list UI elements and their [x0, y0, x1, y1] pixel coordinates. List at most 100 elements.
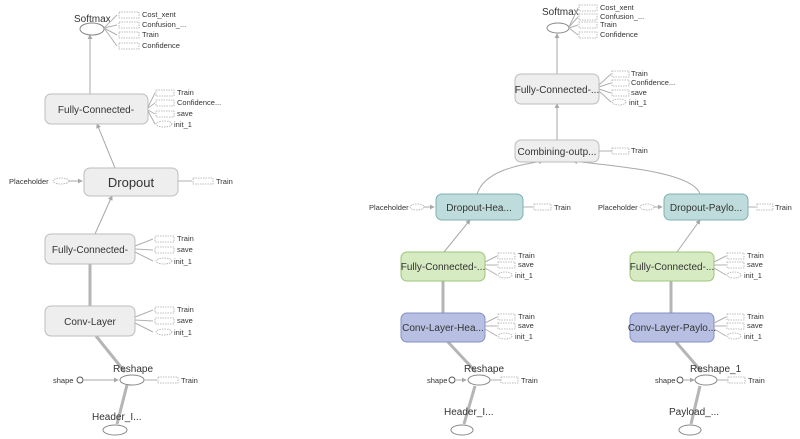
r-fcp-output-label: init_1 — [744, 271, 762, 280]
mini-node — [155, 99, 175, 107]
mini-node — [154, 317, 175, 325]
port-line — [484, 267, 498, 276]
r-softmax-node[interactable]: Softmax — [542, 7, 579, 34]
mini-node — [611, 79, 630, 87]
mini-node — [118, 42, 140, 50]
reshape-ellipse — [119, 374, 145, 386]
r-ch-output-label: init_1 — [515, 332, 533, 341]
r-conv-payload-node[interactable]: Conv-Layer-Paylo... — [628, 312, 716, 343]
softmax-output-label: Confusion_... — [142, 20, 186, 29]
dropout-label: Dropout — [108, 175, 155, 190]
r-fcp-output-label: Train — [747, 251, 764, 260]
header-input-label: Header_I... — [92, 412, 141, 423]
port-line — [568, 27, 579, 36]
fc2-output-label: init_1 — [174, 120, 192, 129]
mini-node — [118, 31, 140, 39]
mini-node — [155, 89, 175, 97]
r-reshape-payload-ellipse — [694, 374, 718, 386]
conv-node[interactable]: Conv-Layer — [44, 305, 136, 337]
mini-node — [497, 252, 516, 260]
r-dropout-header-node[interactable]: Dropout-Hea... — [435, 193, 524, 221]
mini-node — [533, 203, 552, 211]
mini-node — [611, 89, 630, 97]
r-combine-node[interactable]: Combining-outp... — [514, 139, 600, 163]
port-line — [568, 16, 579, 28]
port-line — [713, 255, 727, 263]
fc2-output-label: Confidence... — [177, 98, 221, 107]
r-fc-payload-label: Fully-Connected-... — [630, 262, 714, 273]
r-reshape-header-label: Reshape — [464, 364, 504, 375]
r-reshape-header-node[interactable]: Reshape — [464, 364, 504, 386]
softmax-output-label: Train — [142, 30, 159, 39]
dropout-node[interactable]: Dropout — [83, 167, 179, 197]
r-fc-header-box — [400, 251, 486, 282]
mini-node — [52, 177, 70, 185]
fc1-outputs: Train save init_1 — [134, 234, 194, 266]
placeholder-label: Placeholder — [9, 177, 49, 186]
port-line — [484, 328, 498, 337]
conv-output-label: init_1 — [174, 328, 192, 337]
r-pp-label: Placeholder — [598, 203, 638, 212]
shape-const — [676, 376, 684, 384]
right-graph: Softmax Cost_xent Confusion_... Train Co… — [369, 3, 792, 436]
r-conv-payload-box — [629, 312, 715, 343]
mini-node — [500, 376, 519, 384]
shape-const — [448, 376, 456, 384]
mini-node — [497, 332, 513, 340]
r-reshape-payload-label: Reshape_1 — [690, 364, 742, 375]
softmax-outputs: Cost_xent Confusion_... Train Confidence — [103, 10, 186, 50]
softmax-out-line-1 — [103, 24, 118, 29]
r-fch-output-label: init_1 — [515, 271, 533, 280]
edge-dh-combine — [476, 159, 544, 195]
r-conv-header-label: Conv-Layer-Hea... — [402, 323, 484, 334]
r-conv-payload-label: Conv-Layer-Paylo... — [628, 323, 716, 334]
fc1-node[interactable]: Fully-Connected- — [44, 233, 136, 265]
port-line — [147, 102, 156, 109]
r-header-input-node[interactable]: Header_I... — [444, 407, 493, 436]
r-sp-label: shape — [655, 376, 675, 385]
edge-fc1-dropout — [94, 195, 113, 235]
port-line — [134, 309, 154, 318]
reshape-node[interactable]: Reshape — [113, 364, 153, 386]
fc2-node[interactable]: Fully-Connected- — [44, 93, 149, 125]
r-dp-output-label: Train — [775, 203, 792, 212]
port-line — [147, 110, 156, 125]
port-line — [598, 88, 612, 94]
r-conv-header-box — [400, 312, 486, 343]
edge-rh-ch — [446, 340, 478, 374]
r-dropout-payload-ports: Placeholder Train — [598, 203, 792, 212]
r-fctop-output-label: save — [631, 88, 647, 97]
softmax-output-label: Cost_xent — [142, 10, 177, 19]
conv-box — [44, 305, 136, 337]
port-line — [598, 73, 612, 86]
left-edges — [69, 34, 129, 425]
r-fctop-output-label: Train — [631, 69, 648, 78]
r-softmax-output-label: Train — [600, 20, 617, 29]
softmax-node[interactable]: Softmax — [74, 14, 111, 36]
edge-reshape-conv — [94, 335, 127, 373]
edge-fcp-dp — [676, 219, 701, 253]
header-input-ellipse — [102, 424, 128, 436]
r-fc-payload-box — [629, 251, 715, 282]
r-conv-header-node[interactable]: Conv-Layer-Hea... — [400, 312, 486, 343]
r-fc-header-node[interactable]: Fully-Connected-... — [400, 251, 486, 282]
dropout-placeholder: Placeholder Train — [9, 177, 233, 186]
port-line — [568, 7, 579, 28]
header-input-node[interactable]: Header_I... — [92, 412, 141, 436]
r-payload-input-ellipse — [678, 424, 702, 436]
r-fctop-node[interactable]: Fully-Connected-... — [514, 73, 600, 105]
fc2-outputs: Train Confidence... save init_1 — [147, 88, 221, 129]
r-dropout-payload-node[interactable]: Dropout-Paylo... — [663, 193, 749, 221]
mini-node — [726, 332, 742, 340]
r-fch-output-label: save — [518, 260, 534, 269]
r-cp-output-label: save — [747, 321, 763, 330]
r-fc-payload-node[interactable]: Fully-Connected-... — [629, 251, 715, 282]
r-payload-input-node[interactable]: Payload_... — [669, 407, 719, 436]
mini-node — [497, 313, 516, 321]
r-softmax-output-label: Cost_xent — [600, 3, 635, 12]
reshape-label: Reshape — [113, 364, 153, 375]
softmax-out-line-0 — [103, 14, 118, 29]
mini-node — [727, 376, 746, 384]
port-line — [134, 251, 154, 262]
shape-const — [76, 376, 84, 384]
